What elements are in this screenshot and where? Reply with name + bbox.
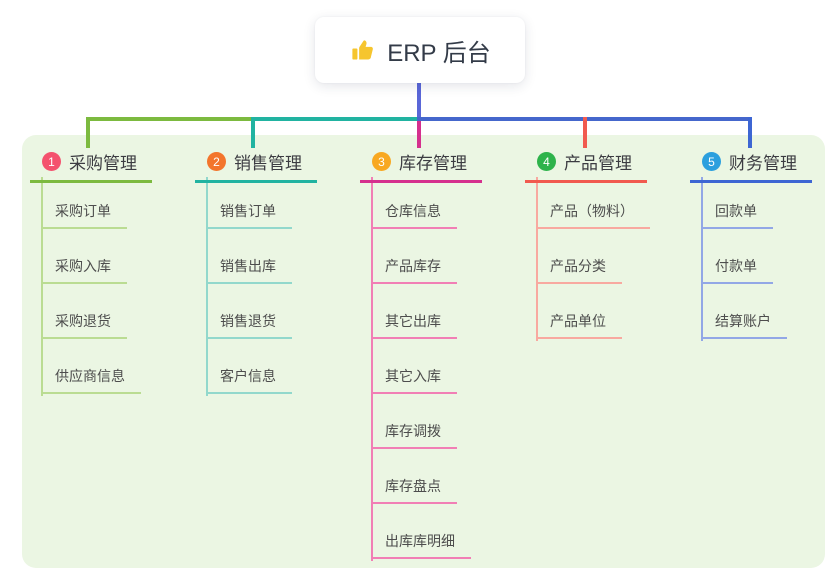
child-node[interactable]: 产品分类 bbox=[536, 256, 622, 284]
child-node[interactable]: 结算账户 bbox=[701, 311, 787, 339]
root-node[interactable]: ERP 后台 bbox=[315, 17, 525, 83]
branch-label: 产品管理 bbox=[564, 154, 632, 173]
child-node[interactable]: 仓库信息 bbox=[371, 201, 457, 229]
child-node[interactable]: 销售订单 bbox=[206, 201, 292, 229]
branch-number-badge: 1 bbox=[42, 152, 61, 171]
branch-number-badge: 4 bbox=[537, 152, 556, 171]
child-node[interactable]: 付款单 bbox=[701, 256, 773, 284]
branch-label: 采购管理 bbox=[69, 154, 137, 173]
branch-label: 财务管理 bbox=[729, 154, 797, 173]
thumbs-up-icon bbox=[349, 37, 376, 64]
child-node[interactable]: 采购入库 bbox=[41, 256, 127, 284]
child-tree-line bbox=[536, 177, 538, 341]
branch-number-badge: 2 bbox=[207, 152, 226, 171]
bus-segment-green bbox=[86, 117, 251, 121]
child-node[interactable]: 销售退货 bbox=[206, 311, 292, 339]
branches-background-panel bbox=[22, 135, 825, 568]
child-node[interactable]: 采购退货 bbox=[41, 311, 127, 339]
branch-drop-line-3 bbox=[417, 121, 421, 148]
branch-drop-line-2 bbox=[251, 117, 255, 148]
child-tree-line bbox=[701, 177, 703, 341]
child-node[interactable]: 产品（物料） bbox=[536, 201, 650, 229]
branch-drop-line-5 bbox=[748, 117, 752, 148]
child-node[interactable]: 供应商信息 bbox=[41, 366, 141, 394]
branch-number-badge: 5 bbox=[702, 152, 721, 171]
child-tree-line bbox=[41, 177, 43, 396]
child-node[interactable]: 采购订单 bbox=[41, 201, 127, 229]
child-node[interactable]: 出库库明细 bbox=[371, 531, 471, 559]
branch-label: 销售管理 bbox=[234, 154, 302, 173]
child-tree-line bbox=[206, 177, 208, 396]
branch-node-5[interactable]: 5 财务管理 bbox=[690, 148, 812, 183]
child-node[interactable]: 产品库存 bbox=[371, 256, 457, 284]
child-node[interactable]: 产品单位 bbox=[536, 311, 622, 339]
child-node[interactable]: 库存盘点 bbox=[371, 476, 457, 504]
branch-label: 库存管理 bbox=[399, 154, 467, 173]
branch-number-badge: 3 bbox=[372, 152, 391, 171]
child-node[interactable]: 销售出库 bbox=[206, 256, 292, 284]
child-node[interactable]: 其它出库 bbox=[371, 311, 457, 339]
bus-segment-teal bbox=[251, 117, 417, 121]
branch-node-4[interactable]: 4 产品管理 bbox=[525, 148, 647, 183]
child-node[interactable]: 其它入库 bbox=[371, 366, 457, 394]
root-connector-line bbox=[417, 83, 421, 117]
branch-node-3[interactable]: 3 库存管理 bbox=[360, 148, 482, 183]
branch-node-1[interactable]: 1 采购管理 bbox=[30, 148, 152, 183]
branch-node-2[interactable]: 2 销售管理 bbox=[195, 148, 317, 183]
child-node[interactable]: 库存调拨 bbox=[371, 421, 457, 449]
branch-drop-line-1 bbox=[86, 117, 90, 148]
child-node[interactable]: 回款单 bbox=[701, 201, 773, 229]
root-label: ERP 后台 bbox=[387, 39, 491, 67]
branch-drop-line-4 bbox=[583, 117, 587, 148]
child-tree-line bbox=[371, 177, 373, 561]
child-node[interactable]: 客户信息 bbox=[206, 366, 292, 394]
